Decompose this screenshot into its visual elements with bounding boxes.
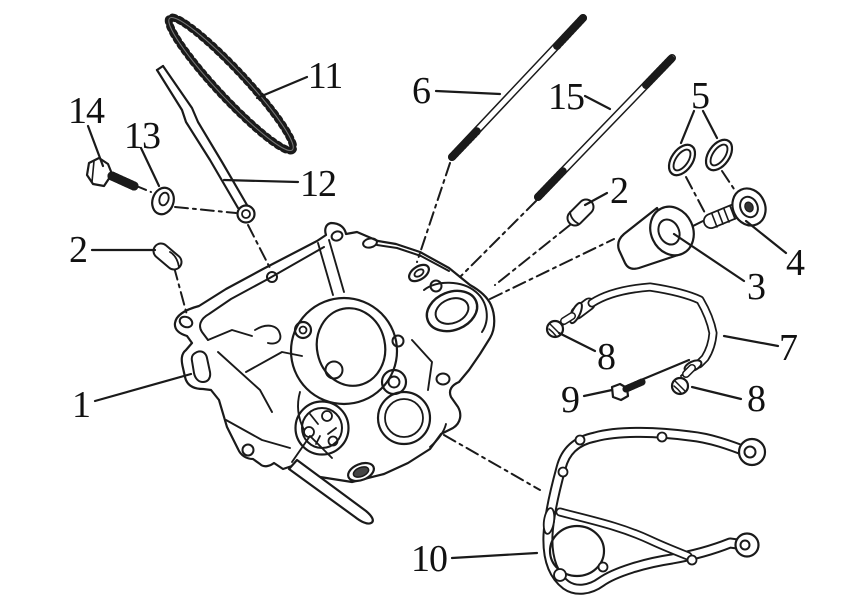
dome-bolt-lower	[670, 376, 690, 396]
hex-bolt	[610, 378, 646, 402]
part-label-9: 9	[561, 379, 580, 421]
stud-6	[448, 14, 587, 161]
ribbed-plug	[703, 187, 767, 229]
part-label-2-left: 2	[69, 229, 88, 271]
part-label-3: 3	[747, 266, 766, 308]
part-label-6: 6	[412, 70, 431, 112]
stud-15	[534, 54, 676, 201]
tube-seal	[617, 205, 695, 270]
part-label-13: 13	[124, 115, 161, 157]
dowel-pin-right	[566, 198, 595, 227]
part-label-14: 14	[68, 90, 105, 132]
timing-chain	[164, 13, 298, 155]
flange-bolt	[85, 156, 139, 191]
part-label-4: 4	[786, 242, 805, 284]
timing-cover-gasket	[542, 426, 767, 595]
dowel-pin-left	[152, 242, 183, 271]
part-label-15: 15	[548, 76, 585, 118]
part-label-2-right: 2	[610, 170, 629, 212]
part-label-11: 11	[307, 55, 344, 97]
part-label-10: 10	[411, 538, 448, 580]
part-label-7: 7	[779, 327, 798, 369]
washer	[151, 186, 175, 216]
part-label-5: 5	[691, 75, 710, 117]
chain-guide-blade	[155, 64, 256, 224]
part-label-8-upper: 8	[597, 336, 616, 378]
oil-pipe	[560, 282, 718, 378]
part-label-8-lower: 8	[747, 378, 766, 420]
part-label-1: 1	[72, 384, 91, 426]
part-label-12: 12	[300, 163, 337, 205]
cylinder-head-casting	[173, 221, 496, 525]
o-rings	[667, 138, 734, 177]
leader-lines	[86, 75, 788, 560]
